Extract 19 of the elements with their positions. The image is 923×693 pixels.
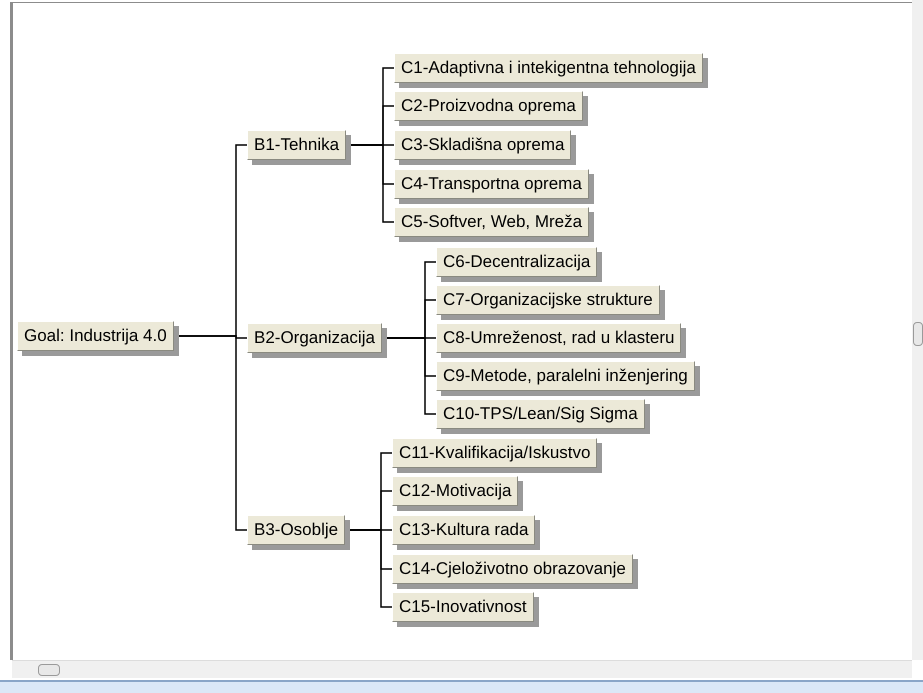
node-label: C11-Kvalifikacija/Iskustvo <box>399 442 590 464</box>
node-label: C15-Inovativnost <box>399 596 527 618</box>
node-label: C10-TPS/Lean/Sig Sigma <box>443 403 638 426</box>
node-label: Goal: Industrija 4.0 <box>24 325 167 348</box>
node-label: B2-Organizacija <box>254 327 375 350</box>
node-label: C3-Skladišna oprema <box>401 134 564 156</box>
node-label: C6-Decentralizacija <box>443 251 590 274</box>
node-label: C13-Kultura rada <box>399 519 528 542</box>
node-label: C4-Transportna oprema <box>401 173 582 196</box>
node-label: C14-Cjeloživotno obrazovanje <box>399 558 626 580</box>
node-label: C8-Umreženost, rad u klasteru <box>443 327 674 350</box>
node-label: C7-Organizacijske strukture <box>443 289 653 312</box>
node-label: C9-Metode, paralelni inženjering <box>443 365 688 388</box>
node-label: C1-Adaptivna i intekigentna tehnologija <box>401 57 696 80</box>
node-label: C12-Motivacija <box>399 480 512 502</box>
node-label: C5-Softver, Web, Mreža <box>401 211 582 234</box>
node-label: B1-Tehnika <box>254 134 340 156</box>
node-label: B3-Osoblje <box>254 519 338 542</box>
node-label: C2-Proizvodna oprema <box>401 95 576 118</box>
